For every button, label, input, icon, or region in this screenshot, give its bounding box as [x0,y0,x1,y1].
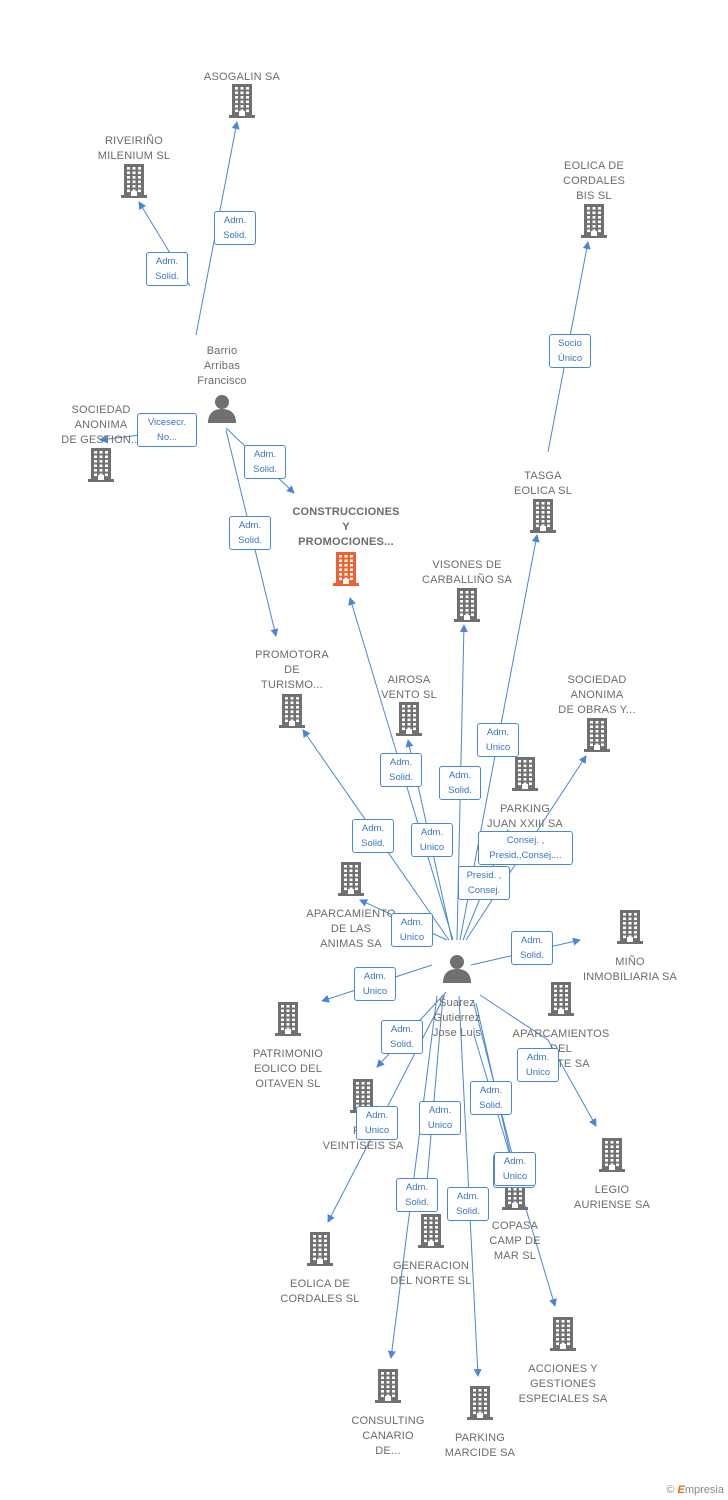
edge-label-barrio-to-promotora: Adm. Solid. [229,516,271,550]
building-icon[interactable] [510,755,540,796]
node-label-tasga[interactable]: TASGA EOLICA SL [513,470,573,497]
person-icon[interactable] [442,953,472,988]
edge-label-suarez-to-patrimonio: Adm. Unico [354,967,396,1001]
node-label-legio[interactable]: LEGIO AURIENSE SA [573,1184,651,1211]
node-label-riveirino[interactable]: RIVEIRIÑO MILENIUM SL [97,135,171,162]
building-icon[interactable] [394,700,424,741]
node-label-parking_marcide[interactable]: PARKING MARCIDE SA [444,1432,516,1459]
node-label-suarez[interactable]: Suarez Gutierrez Jose Luis [432,997,482,1039]
edge-label-suarez-to-sociedad_obras: Consej. , Presid.,Consej.... [478,831,573,865]
node-label-airosa[interactable]: AIROSA VENTO SL [381,674,437,701]
node-label-generacion[interactable]: GENERACION DEL NORTE SL [390,1260,472,1287]
building-icon[interactable] [273,1000,303,1041]
node-label-copasa[interactable]: COPASA CAMP DE MAR SL [489,1220,541,1262]
edge-label-suarez-to-construcciones: Adm. Solid. [380,753,422,787]
node-label-parking_juan[interactable]: PARKING JUAN XXIII SA [487,803,563,830]
edge-suarez-to-aparcamientos_norte [479,994,597,1127]
brand-logo-initial: E [677,1484,685,1496]
edge-suarez-to-parking_marcide [458,995,482,1377]
node-label-construcciones[interactable]: CONSTRUCCIONES Y PROMOCIONES... [292,506,400,548]
building-icon[interactable] [227,82,257,123]
person-icon[interactable] [207,393,237,428]
edge-label-suarez-to-tasga: Adm. Unico [477,723,519,757]
edge-label-suarez-to-aparcamientos_norte: Adm. Unico [517,1048,559,1082]
node-label-promotora[interactable]: PROMOTORA DE TURISMO... [255,649,329,691]
brand-logo-text: mpresia [684,1484,724,1496]
edge-label-barrio-to-sociedad_gestion: Vicesecr. No... [137,413,197,447]
building-icon[interactable] [452,586,482,627]
building-icon[interactable] [373,1367,403,1408]
edge-label-suarez-to-aparcamiento_animas: Adm. Unico [391,913,433,947]
node-label-eolica_bis[interactable]: EOLICA DE CORDALES BIS SL [562,160,626,202]
edge-label-suarez-to-generacion: Adm. Unico [419,1101,461,1135]
copyright-symbol: © [666,1484,675,1496]
edge-label-suarez-to-promotora: Adm. Solid. [352,819,394,853]
edge-label-suarez-to-visones: Adm. Solid. [439,766,481,800]
building-icon[interactable] [305,1230,335,1271]
edge-label-barrio-to-riveirino: Adm. Solid. [146,252,188,286]
node-label-patrimonio[interactable]: PATRIMONIO EOLICO DEL OITAVEN SL [252,1048,324,1090]
building-icon[interactable] [86,446,116,487]
edge-label-barrio-to-construcciones: Adm. Solid. [244,445,286,479]
building-icon[interactable] [615,908,645,949]
edge-label-suarez-to-parking_marcide: Adm. Solid. [447,1187,489,1221]
building-icon[interactable] [579,202,609,243]
building-icon[interactable] [465,1384,495,1425]
building-icon[interactable] [548,1315,578,1356]
edge-label-suarez-to-copasa: Adm. Solid. [470,1081,512,1115]
edge-label-suarez-to-parking_juan: Presid. , Consej. [458,866,510,900]
building-icon[interactable] [336,860,366,901]
building-icon[interactable] [416,1212,446,1253]
edge-label-suarez-to-consulting: Adm. Solid. [396,1178,438,1212]
node-label-sociedad_obras[interactable]: SOCIEDAD ANONIMA DE OBRAS Y... [558,674,636,716]
building-icon[interactable] [546,980,576,1021]
node-label-sociedad_gestion[interactable]: SOCIEDAD ANONIMA DE GESTION... [61,404,141,446]
edge-suarez-to-consulting [387,995,438,1359]
building-icon[interactable] [597,1136,627,1177]
node-label-aparcamiento_animas[interactable]: APARCAMIENTO DE LAS ANIMAS SA [306,908,396,950]
edge-label-tasga-to-eolica_bis: Socio Único [549,334,591,368]
edge-label-suarez-to-acciones: Adm. Unico [494,1152,536,1186]
node-label-aparcamientos_norte[interactable]: APARCAMIENTOS DEL NORTE SA [512,1028,610,1070]
brand-footer[interactable]: © Empresia [666,1484,724,1496]
edge-label-suarez-to-mino: Adm. Solid. [511,931,553,965]
node-label-visones[interactable]: VISONES DE CARBALLIÑO SA [421,559,513,586]
node-label-mino[interactable]: MIÑO INMOBILIARIA SA [582,956,678,983]
node-label-consulting[interactable]: CONSULTING CANARIO DE... [351,1415,425,1457]
building-icon[interactable] [119,162,149,203]
building-icon[interactable] [582,716,612,757]
edge-label-barrio-to-asogalin: Adm. Solid. [214,211,256,245]
node-label-acciones[interactable]: ACCIONES Y GESTIONES ESPECIALES SA [518,1363,608,1405]
building-icon[interactable] [528,497,558,538]
edge-label-suarez-to-eolica_cordales: Adm. Unico [356,1106,398,1140]
building-icon[interactable] [277,692,307,733]
edge-suarez-to-generacion [421,995,444,1206]
edge-label-suarez-to-airosa: Adm. Unico [411,823,453,857]
node-label-eolica_cordales[interactable]: EOLICA DE CORDALES SL [280,1278,360,1305]
edge-label-suarez-to-fi_veintiseis: Adm. Solid. [381,1020,423,1054]
focus-company-building-icon[interactable] [331,550,361,591]
node-label-asogalin[interactable]: ASOGALIN SA [203,71,281,83]
node-label-barrio[interactable]: Barrio Arribas Francisco [197,345,247,387]
